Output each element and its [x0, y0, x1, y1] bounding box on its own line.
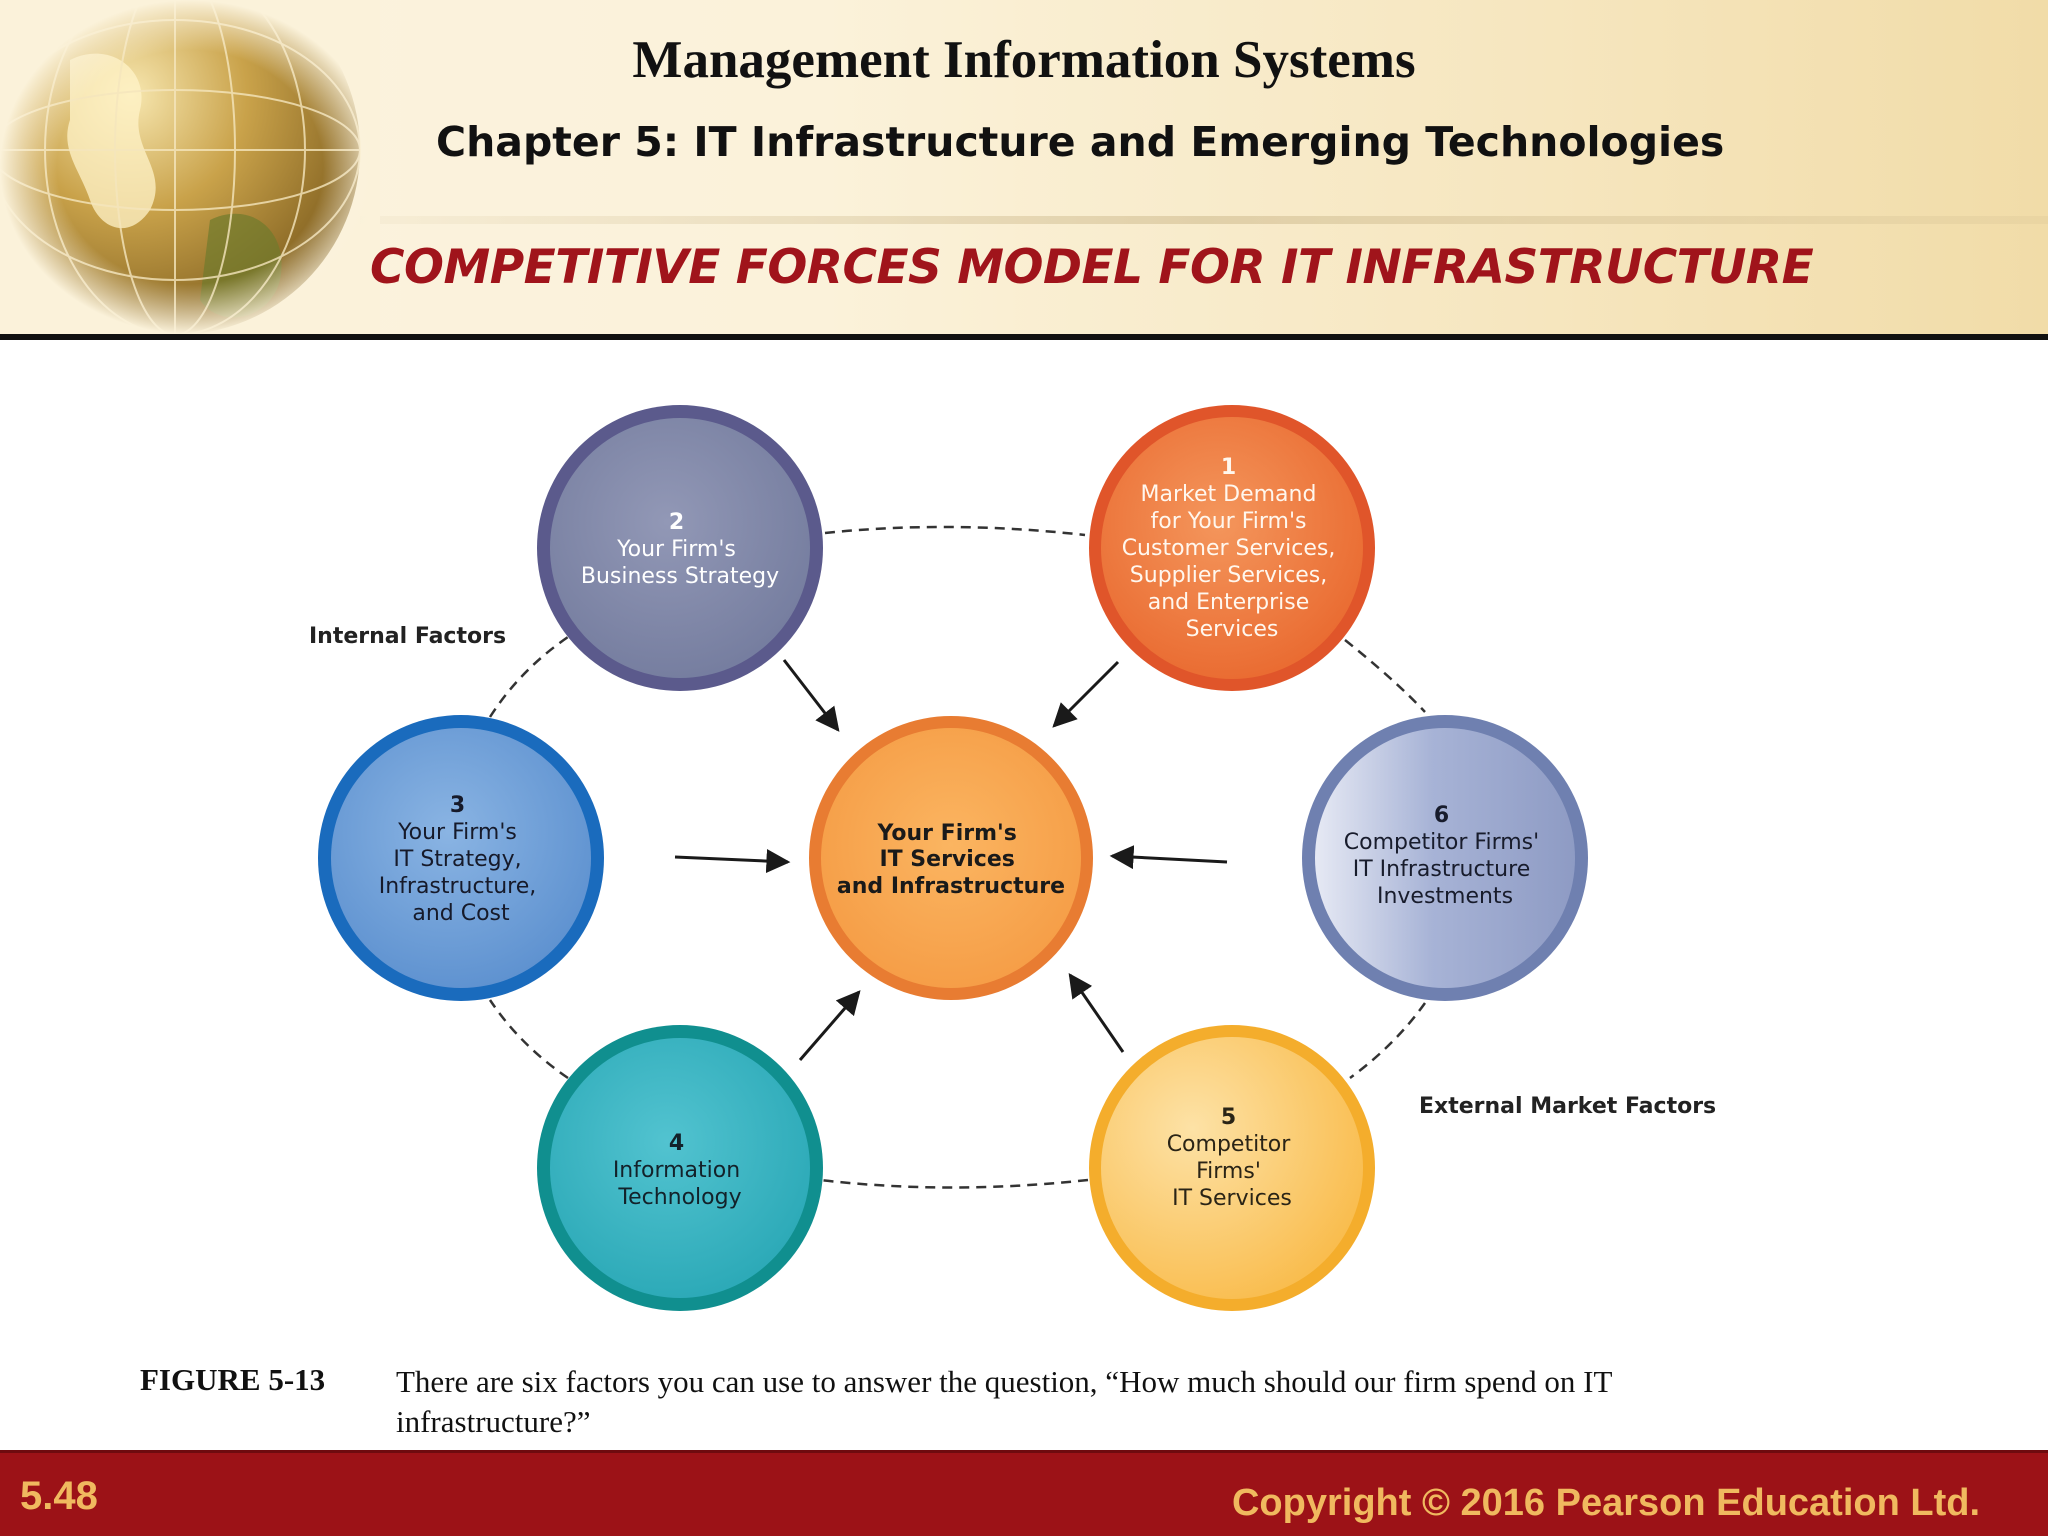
- globe-icon: [0, 0, 380, 334]
- factor-node-2: 2 Your Firm's Business Strategy: [537, 405, 823, 691]
- node-number: 2: [669, 510, 684, 535]
- node-line: and Cost: [412, 901, 510, 926]
- node-line: IT Infrastructure: [1353, 857, 1530, 882]
- copyright-notice: Copyright © 2016 Pearson Education Ltd.: [1231, 1482, 1980, 1524]
- factor-node-5: 5 Competitor Firms' IT Services: [1089, 1025, 1375, 1311]
- internal-factors-label: Internal Factors: [309, 624, 506, 649]
- node-number: 5: [1221, 1105, 1236, 1130]
- node-line: Firms': [1196, 1159, 1261, 1184]
- figure-label: FIGURE 5-13: [140, 1362, 326, 1397]
- node-line: Competitor: [1167, 1132, 1292, 1157]
- header-divider: [0, 334, 2048, 340]
- node-line: Services: [1186, 617, 1279, 642]
- node-line: Your Firm's: [616, 537, 736, 562]
- node-line: Technology: [617, 1185, 741, 1210]
- center-line: Your Firm's: [876, 821, 1016, 846]
- svg-text:6 Competitor Firms': 6 Competitor Firms' IT Infrastructure In…: [1344, 803, 1546, 909]
- node-line: Supplier Services,: [1130, 563, 1327, 588]
- svg-text:3 Your Firm's IT S: 3 Your Firm's IT Strategy, Infrastructur…: [379, 793, 544, 926]
- node-line: Infrastructure,: [379, 874, 537, 899]
- node-line: Market Demand: [1141, 482, 1317, 507]
- node-number: 1: [1221, 455, 1236, 480]
- node-line: Investments: [1377, 884, 1513, 909]
- influence-arrows: [674, 659, 1228, 1061]
- external-factors-label: External Market Factors: [1419, 1094, 1716, 1119]
- factor-node-3: 3 Your Firm's IT Strategy, Infrastructur…: [318, 715, 604, 1001]
- node-line: Business Strategy: [581, 564, 779, 589]
- node-line: IT Strategy,: [393, 847, 521, 872]
- node-line: IT Services: [1172, 1186, 1292, 1211]
- arrow-from-5: [1068, 973, 1125, 1053]
- node-line: for Your Firm's: [1151, 509, 1307, 534]
- header-band: [360, 216, 2048, 224]
- node-line: Competitor Firms': [1344, 830, 1539, 855]
- svg-text:1 Market Demand fo: 1 Market Demand for Your Firm's Customer…: [1122, 455, 1343, 642]
- factor-node-4: 4 Information Technology: [537, 1025, 823, 1311]
- arrow-from-1: [1052, 660, 1120, 728]
- node-line: Your Firm's: [397, 820, 517, 845]
- factor-node-1: 1 Market Demand for Your Firm's Customer…: [1089, 405, 1375, 691]
- page-number: 5.48: [20, 1474, 98, 1518]
- node-line: Information: [613, 1158, 740, 1183]
- svg-text:5 Competitor Firms: 5 Competitor Firms' IT Services: [1167, 1105, 1298, 1211]
- arrow-from-2: [782, 659, 840, 732]
- dashed-connectors: [488, 525, 1427, 1189]
- arrow-from-4: [798, 990, 861, 1061]
- svg-text:2 Your Firm's Busi: 2 Your Firm's Business Strategy: [581, 510, 779, 589]
- svg-text:Your Firm's IT Services: Your Firm's IT Services and Infrastructu…: [837, 821, 1065, 899]
- page-title: Management Information Systems: [632, 31, 1416, 89]
- node-number: 6: [1434, 803, 1449, 828]
- arrow-from-6: [1109, 845, 1228, 870]
- node-line: and Enterprise: [1148, 590, 1310, 615]
- figure-caption: There are six factors you can use to ans…: [396, 1364, 1612, 1439]
- svg-text:4 Information Tech: 4 Information Technology: [613, 1131, 747, 1210]
- slide-heading: COMPETITIVE FORCES MODEL FOR IT INFRASTR…: [370, 240, 1814, 295]
- competitive-forces-diagram: Your Firm's IT Services and Infrastructu…: [309, 405, 1716, 1311]
- center-node: Your Firm's IT Services and Infrastructu…: [809, 716, 1093, 1000]
- slide-footer: [0, 1450, 2048, 1536]
- node-line: Customer Services,: [1122, 536, 1336, 561]
- chapter-subtitle: Chapter 5: IT Infrastructure and Emergin…: [436, 118, 1725, 166]
- node-number: 4: [669, 1131, 684, 1156]
- arrow-from-3: [674, 849, 791, 874]
- center-line: and Infrastructure: [837, 874, 1065, 899]
- center-line: IT Services: [879, 847, 1014, 872]
- factor-node-6: 6 Competitor Firms' IT Infrastructure In…: [1302, 715, 1588, 1001]
- node-number: 3: [450, 793, 465, 818]
